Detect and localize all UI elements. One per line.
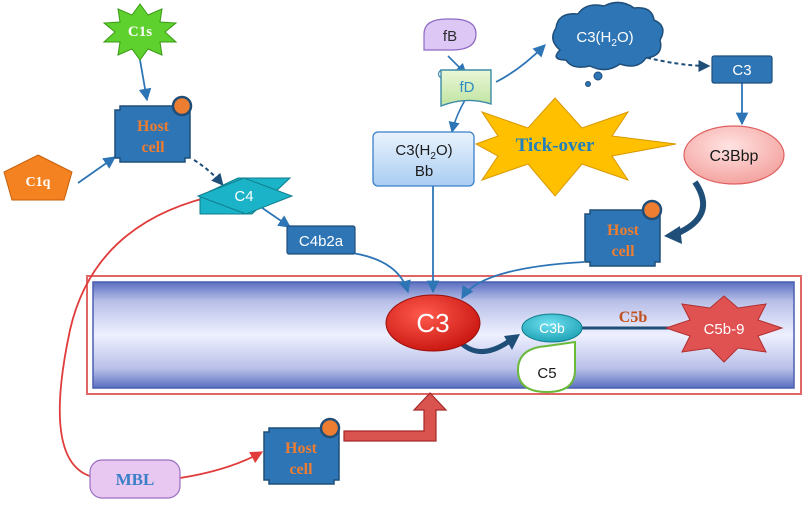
node-mbl: MBL	[89, 459, 181, 499]
host-label-line1: Host	[607, 222, 640, 239]
node-fb: fB	[423, 18, 477, 51]
node-fd: fD	[437, 69, 492, 108]
host-label-line1: Host	[285, 440, 318, 457]
node-c3h2o-cloud: C3(H2O)	[552, 1, 664, 87]
arrow-mbl-to-c4	[58, 190, 224, 479]
label-c4: C4	[234, 188, 253, 205]
label-mbl: MBL	[116, 470, 155, 489]
arrowhead-c3-to-c3b	[504, 334, 520, 350]
host-marker-icon	[641, 199, 663, 221]
label-c1q: C1q	[26, 175, 51, 190]
arrow-fd-to-cloud	[495, 44, 546, 83]
node-host-cell-right: Host cell	[584, 199, 663, 267]
host-label-line1: Host	[137, 118, 170, 135]
label-fd: fD	[460, 79, 475, 96]
node-host-cell-top-left: Host cell	[114, 95, 193, 163]
arrow-c3bbp-to-hostright	[674, 180, 707, 237]
node-c3h2obb: C3(H2O) Bb	[372, 131, 475, 187]
arrow-hostright-to-c3	[461, 261, 585, 300]
node-c3-top-right: C3	[711, 55, 773, 84]
host-label-line2: cell	[611, 243, 635, 260]
node-c5b9: C5b-9	[664, 295, 784, 363]
label-c3b: C3b	[539, 320, 565, 336]
node-c3bbp: C3Bbp	[683, 125, 785, 185]
host-label-line2: cell	[289, 461, 313, 478]
arrow-fd-to-bb	[448, 99, 466, 134]
label-c3h2o-cloud: C3(H2O)	[576, 29, 633, 49]
arrow-hostbottom-to-membrane	[343, 392, 448, 442]
host-label-line2: cell	[141, 139, 165, 156]
label-c5b9: C5b-9	[704, 321, 745, 338]
node-c1q: C1q	[3, 154, 73, 201]
host-marker-icon	[171, 95, 193, 117]
arrow-c1s-to-host	[138, 59, 152, 102]
label-c3h2obb-line1: C3(H2O)	[395, 142, 452, 162]
cloud-bubble-small-icon	[585, 81, 591, 87]
arrow-host-to-c4	[193, 159, 224, 186]
label-tick-over: Tick-over	[516, 135, 595, 156]
host-marker-icon	[319, 417, 341, 439]
node-host-cell-bottom: Host cell	[263, 417, 341, 485]
node-c4: C4	[196, 177, 294, 215]
arrowhead-c3bbp-to-hostright	[664, 226, 682, 244]
label-c3-center: C3	[416, 308, 449, 338]
arrow-c1q-to-host	[77, 156, 117, 184]
label-c1s: C1s	[128, 24, 152, 40]
label-c4b2a: C4b2a	[299, 233, 344, 250]
arrow-mbl-to-hostbottom	[179, 451, 264, 479]
label-c3bbp: C3Bbp	[710, 148, 759, 165]
node-tick-over: Tick-over	[474, 97, 677, 197]
node-c3b: C3b	[521, 313, 583, 343]
cloud-bubble-icon	[593, 71, 603, 81]
label-c3-top-right: C3	[732, 62, 751, 79]
label-c3h2obb-line2: Bb	[415, 163, 433, 180]
node-c5: C5	[516, 340, 576, 394]
label-c5: C5	[537, 365, 556, 382]
label-fb: fB	[443, 28, 457, 45]
node-c3-center: C3	[385, 294, 481, 352]
node-c1s: C1s	[102, 3, 178, 61]
label-c5b: C5b	[619, 309, 648, 326]
node-c4b2a: C4b2a	[286, 225, 356, 255]
